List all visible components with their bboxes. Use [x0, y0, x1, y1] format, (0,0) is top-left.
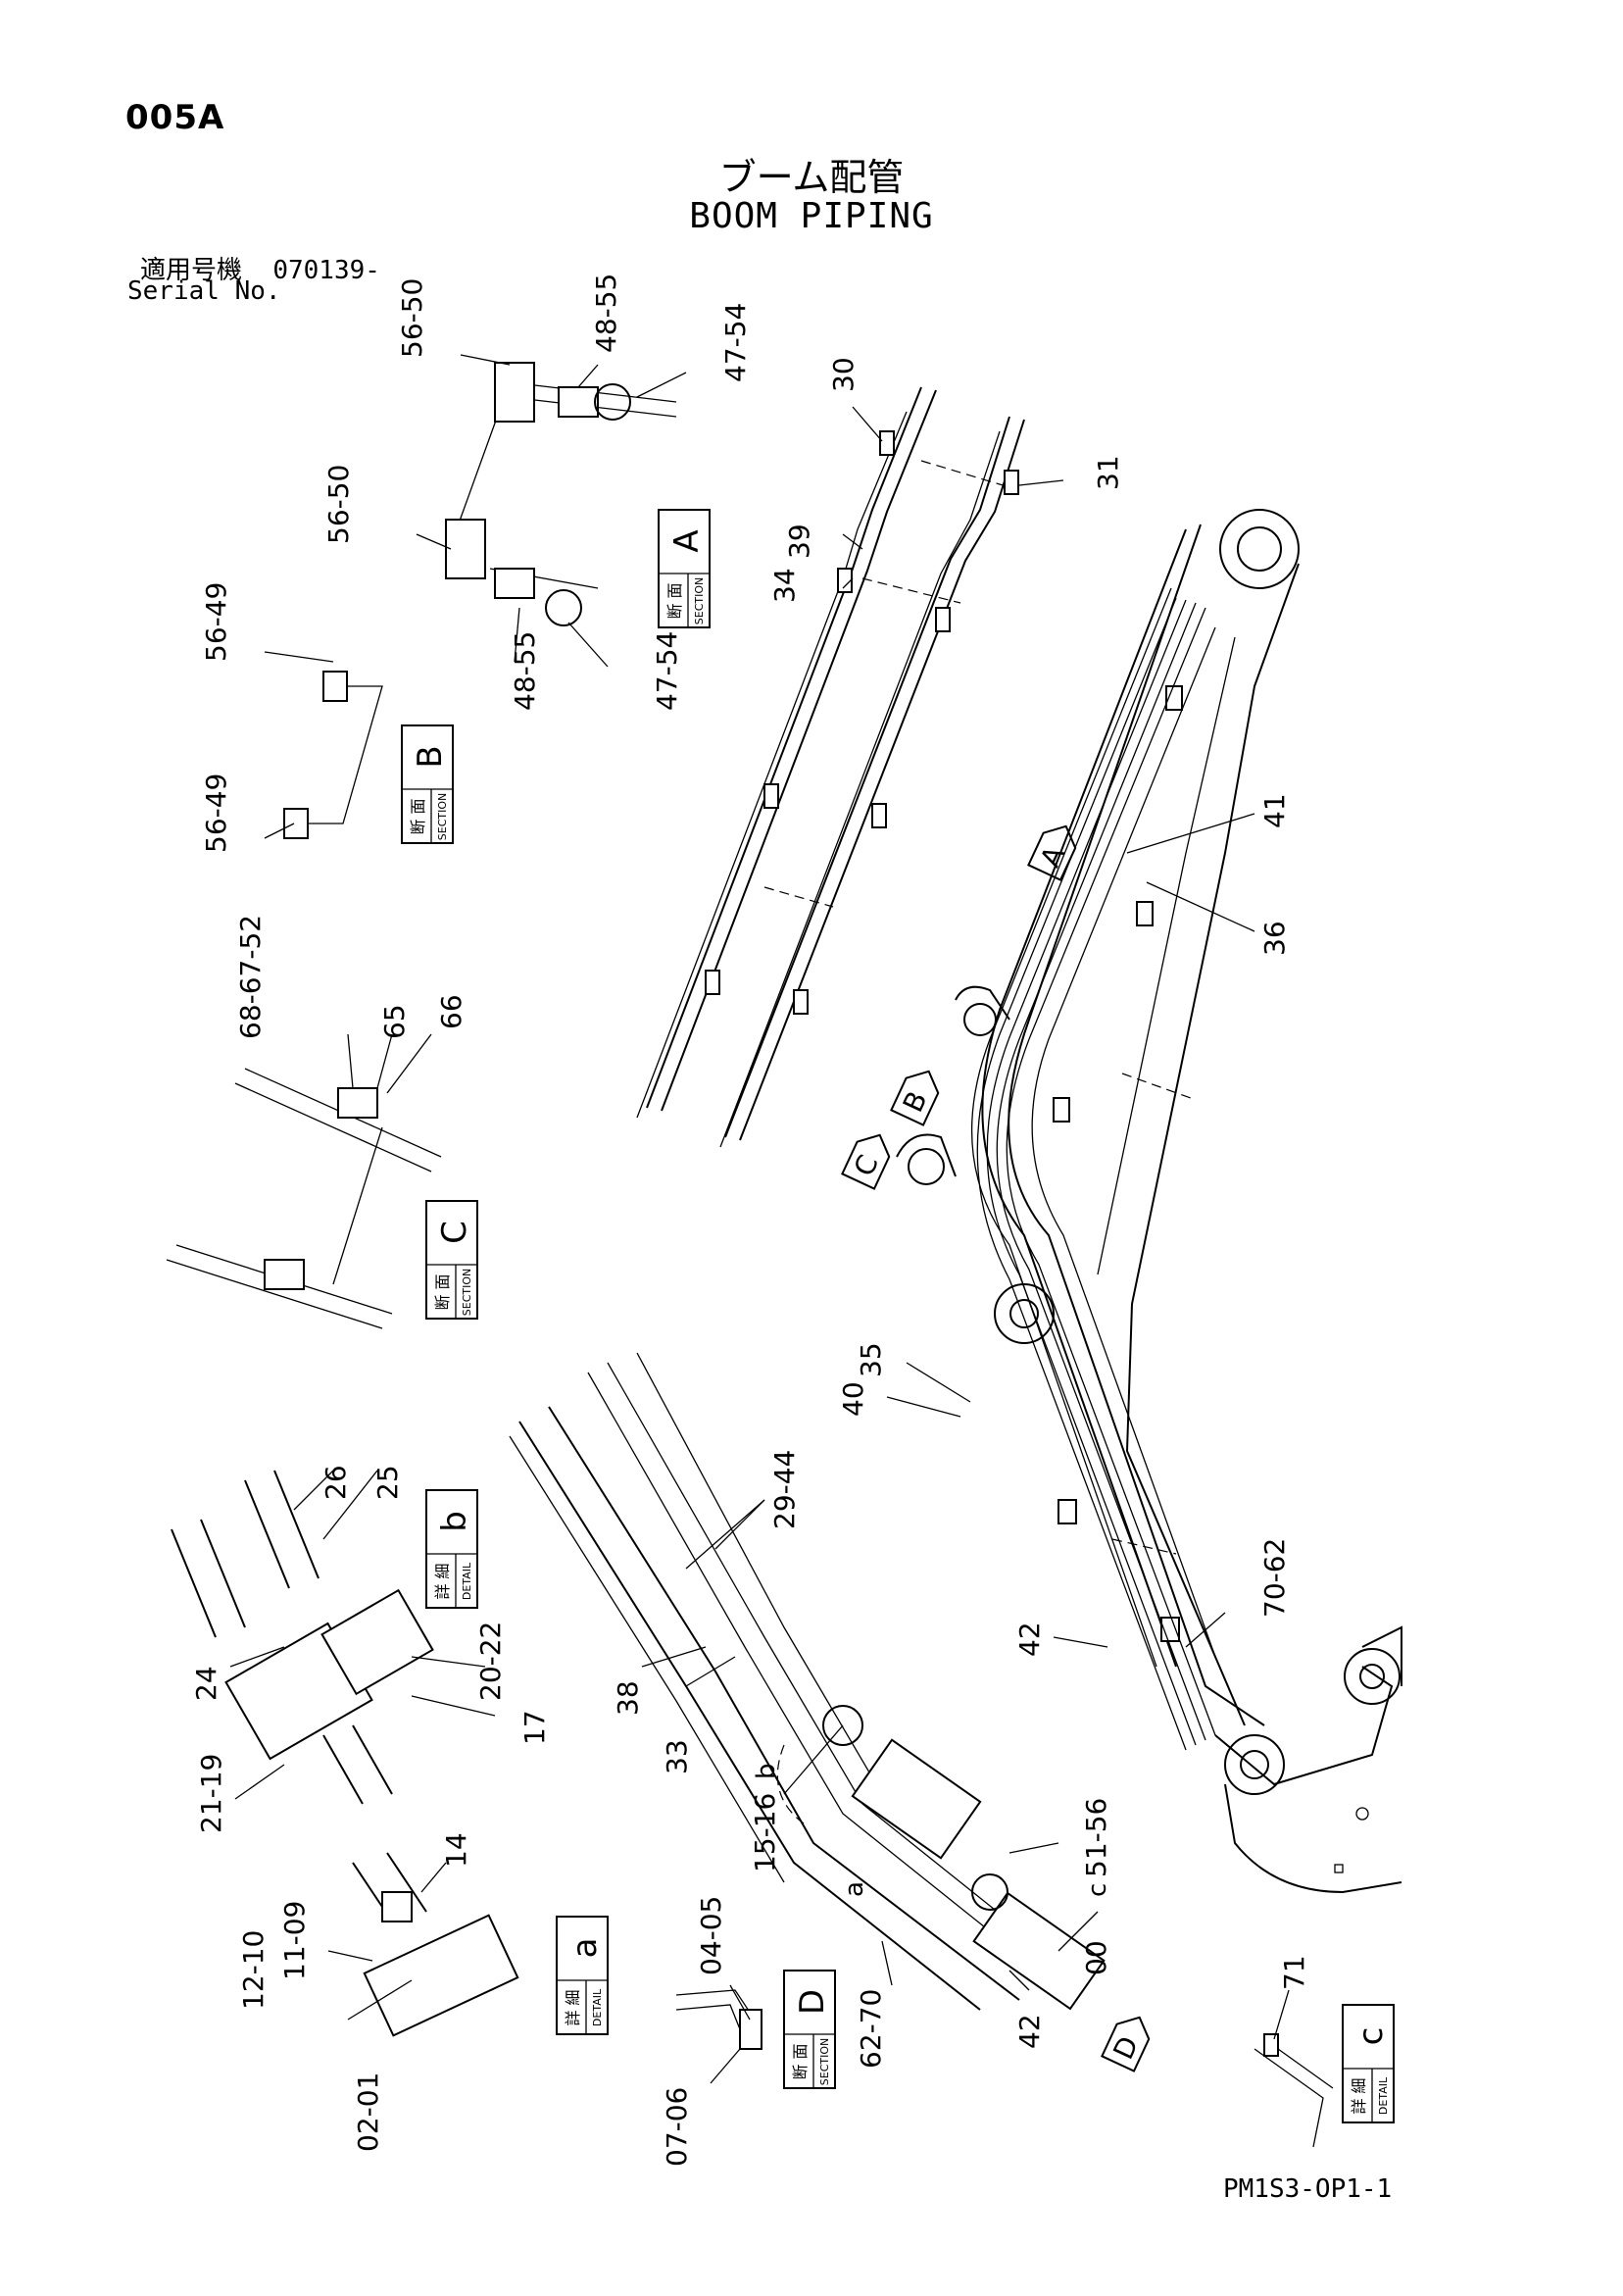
view-marker-a: A [1027, 824, 1077, 881]
section-box-b: 断 面 SECTION B [401, 724, 454, 844]
svg-text:SECTION: SECTION [461, 1269, 473, 1316]
svg-text:a: a [566, 1938, 605, 1959]
part-label: 68-67-52 [234, 915, 267, 1039]
svg-text:SECTION: SECTION [436, 793, 449, 840]
part-label: 39 [783, 524, 815, 559]
serial-label: Serial No. [127, 276, 281, 306]
serial-value: 070139- [272, 256, 380, 285]
part-label: 62-70 [855, 1989, 887, 2069]
svg-text:DETAIL: DETAIL [591, 1988, 604, 2026]
part-label: 29-44 [768, 1450, 801, 1529]
part-label: 71 [1278, 1955, 1310, 1990]
part-label: 31 [1092, 455, 1124, 490]
svg-text:断 面: 断 面 [433, 1273, 452, 1310]
part-label: 26 [320, 1465, 352, 1500]
view-marker-c: C [841, 1133, 891, 1190]
part-labels: 56-50 48-55 47-54 56-50 48-55 47-54 56-4… [190, 274, 1310, 2167]
part-label: 17 [518, 1710, 551, 1745]
part-label: 14 [440, 1832, 472, 1868]
part-label: 42 [1013, 1622, 1046, 1657]
part-label: 11-09 [278, 1901, 311, 1980]
serial-number-line: 適用号機 070139- [140, 250, 380, 286]
view-marker-d: D [1101, 2016, 1151, 2072]
section-a-pipes [636, 386, 1025, 1148]
svg-text:詳 細: 詳 細 [433, 1563, 452, 1599]
section-a-brackets [445, 362, 677, 626]
part-label: 12-10 [237, 1930, 270, 2010]
diagram-title: BOOM PIPING [689, 196, 934, 236]
boom-pipes [976, 597, 1236, 1751]
serial-label-japanese: 適用号機 [140, 256, 243, 285]
part-label: 48-55 [590, 274, 622, 353]
part-label: 40 [837, 1381, 869, 1417]
detail-box-b: 詳 細 DETAIL b [425, 1489, 478, 1609]
part-label: 30 [827, 357, 860, 392]
part-label: 36 [1258, 921, 1291, 956]
svg-text:断 面: 断 面 [665, 582, 684, 619]
part-label: 42 [1013, 2014, 1046, 2049]
part-label: 56-50 [396, 278, 428, 358]
part-label: 07-06 [661, 2087, 693, 2167]
svg-text:C: C [435, 1221, 474, 1244]
detail-c-sketch [1254, 2033, 1334, 2148]
part-label: 51-56 [1080, 1798, 1112, 1877]
part-label: 56-49 [200, 582, 232, 662]
part-label: 56-49 [200, 774, 232, 853]
part-label: 00 [1080, 1940, 1112, 1975]
svg-text:b: b [435, 1511, 474, 1532]
svg-text:断 面: 断 面 [409, 798, 427, 834]
part-label: 15-16 [749, 1793, 781, 1872]
section-box-a: 断 面 SECTION A [658, 509, 711, 628]
part-label: 47-54 [719, 303, 752, 382]
part-label: 48-55 [509, 631, 541, 711]
part-label: 24 [190, 1666, 222, 1701]
part-label: 70-62 [1258, 1538, 1291, 1618]
diagram-title-japanese: ブーム配管 [718, 156, 905, 199]
part-label: 47-54 [651, 631, 683, 711]
part-label: 02-01 [352, 2072, 384, 2152]
detail-box-a: 詳 細 DETAIL a [556, 1916, 609, 2035]
svg-text:詳 細: 詳 細 [1350, 2077, 1368, 2114]
section-box-c: 断 面 SECTION C [425, 1200, 478, 1320]
lower-assembly [509, 1352, 1106, 2011]
svg-text:SECTION: SECTION [818, 2038, 831, 2085]
section-d-sketch [675, 1989, 762, 2050]
document-code: PM1S3-OP1-1 [1223, 2174, 1393, 2204]
detail-box-c: 詳 細 DETAIL c [1342, 2004, 1395, 2123]
section-b-sketch [283, 671, 383, 839]
svg-text:c: c [1352, 2027, 1391, 2046]
detail-b-sketch [171, 1470, 434, 1805]
detail-a-sketch [352, 1852, 519, 2037]
svg-text:B: B [411, 745, 450, 768]
section-box-d: 断 面 SECTION D [783, 1970, 836, 2089]
svg-text:DETAIL: DETAIL [1377, 2076, 1390, 2115]
detail-marker-b: b [752, 1763, 781, 1779]
svg-text:D: D [793, 1989, 832, 2015]
svg-text:SECTION: SECTION [693, 577, 706, 624]
svg-text:DETAIL: DETAIL [461, 1562, 473, 1600]
part-label: 20-22 [474, 1622, 507, 1701]
svg-text:A: A [667, 529, 707, 552]
part-label: 25 [371, 1465, 404, 1500]
page-code: 005A [125, 98, 225, 137]
view-marker-b: B [890, 1070, 940, 1126]
part-label: 35 [855, 1342, 887, 1377]
part-label: 38 [612, 1680, 644, 1716]
detail-marker-a: a [840, 1881, 869, 1897]
section-c-sketch [166, 1068, 442, 1329]
svg-text:断 面: 断 面 [791, 2043, 810, 2079]
part-label: 04-05 [695, 1896, 727, 1975]
part-label: 41 [1258, 793, 1291, 828]
part-label: 21-19 [195, 1754, 227, 1833]
part-label: 33 [661, 1739, 693, 1774]
part-label: 56-50 [322, 465, 355, 544]
part-label: 65 [378, 1004, 411, 1039]
leader-lines [229, 354, 1290, 2084]
boom-structure [896, 509, 1402, 1894]
part-label: 66 [435, 994, 467, 1029]
detail-marker-c: c [1083, 1883, 1112, 1897]
part-label: 34 [768, 568, 801, 603]
svg-text:詳 細: 詳 細 [564, 1989, 582, 2025]
